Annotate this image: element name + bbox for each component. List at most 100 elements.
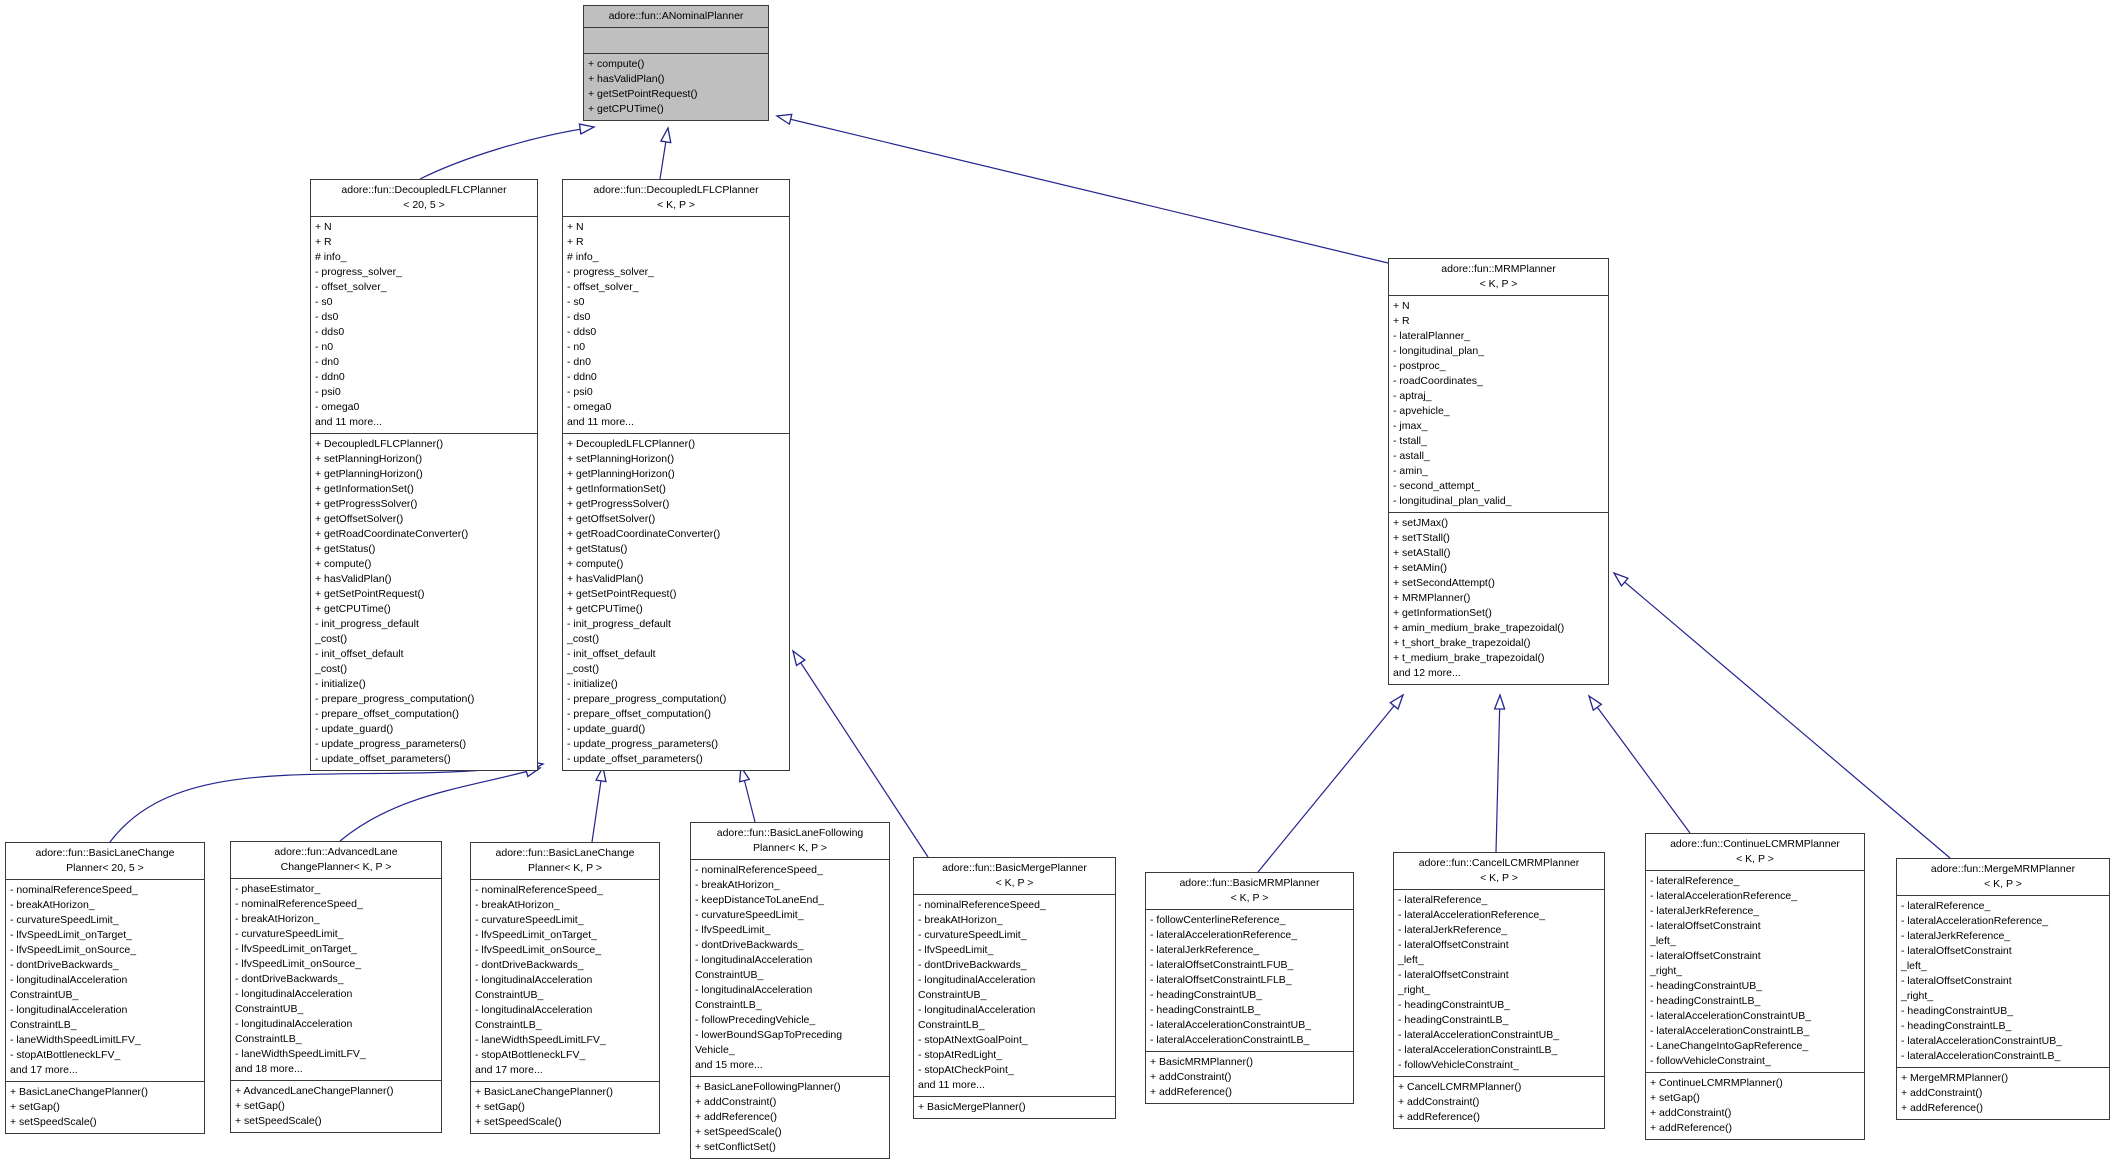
method-item: - update_offset_parameters(): [567, 753, 703, 765]
attribute-item: ConstraintUB_: [918, 989, 987, 1001]
attribute-item: - curvatureSpeedLimit_: [235, 928, 344, 940]
method-item: - prepare_offset_computation(): [315, 708, 459, 720]
attribute-item: - lateralOffsetConstraint: [1398, 939, 1509, 951]
method-item: + getProgressSolver(): [567, 498, 670, 510]
method-item: + getPlanningHorizon(): [567, 468, 675, 480]
attribute-item: - ds0: [567, 311, 591, 323]
method-item: + compute(): [315, 558, 372, 570]
attribute-item: - lateralJerkReference_: [1150, 944, 1260, 956]
method-item: + addReference(): [1398, 1111, 1481, 1123]
attributes-section: + N+ R# info_- progress_solver_- offset_…: [563, 217, 789, 434]
attribute-item: ConstraintLB_: [918, 1019, 985, 1031]
attribute-item: - longitudinalAcceleration: [235, 1018, 353, 1030]
attribute-item: - nominalReferenceSpeed_: [10, 884, 138, 896]
attribute-item: - lateralAccelerationReference_: [1650, 890, 1798, 902]
attribute-item: - longitudinalAcceleration: [918, 974, 1036, 986]
class-node-bmp[interactable]: adore::fun::BasicMergePlanner< K, P >- n…: [913, 857, 1116, 1119]
inheritance-edge-alc-dlflckp: [339, 766, 542, 842]
class-title-line: adore::fun::BasicMergePlanner: [942, 862, 1087, 874]
attribute-item: - lateralAccelerationConstraintLB_: [1150, 1034, 1310, 1046]
attribute-item: - s0: [567, 296, 585, 308]
method-item: + getCPUTime(): [588, 103, 664, 115]
method-item: + BasicLaneChangePlanner(): [475, 1086, 614, 1098]
method-item: + t_short_brake_trapezoidal(): [1393, 637, 1531, 649]
attribute-item: - progress_solver_: [315, 266, 402, 278]
inheritance-edge-dlflckp-anominal: [659, 126, 672, 180]
method-item: + setSpeedScale(): [235, 1115, 322, 1127]
method-item: + addReference(): [1650, 1122, 1733, 1134]
attribute-item: - followCenterlineReference_: [1150, 914, 1286, 926]
method-item: + setGap(): [475, 1101, 525, 1113]
attribute-item: - roadCoordinates_: [1393, 375, 1483, 387]
attributes-section: [584, 28, 768, 54]
class-title-line: < K, P >: [1480, 872, 1518, 884]
attribute-item: - longitudinal_plan_: [1393, 345, 1485, 357]
attribute-item: - dontDriveBackwards_: [10, 959, 119, 971]
method-item: + getStatus(): [567, 543, 628, 555]
attribute-item: - followVehicleConstraint_: [1650, 1055, 1771, 1067]
attribute-item: - curvatureSpeedLimit_: [918, 929, 1027, 941]
class-title: adore::fun::CancelLCMRMPlanner< K, P >: [1394, 853, 1604, 890]
class-title-line: adore::fun::BasicLaneChange: [35, 847, 175, 859]
method-item: + getOffsetSolver(): [315, 513, 404, 525]
attributes-section: + N+ R# info_- progress_solver_- offset_…: [311, 217, 537, 434]
class-title: adore::fun::MRMPlanner< K, P >: [1389, 259, 1608, 296]
method-item: + addConstraint(): [1398, 1096, 1480, 1108]
class-node-dlflckp[interactable]: adore::fun::DecoupledLFLCPlanner< K, P >…: [562, 179, 790, 771]
attribute-item: - lateralOffsetConstraintLFLB_: [1150, 974, 1292, 986]
attribute-item: - ds0: [315, 311, 339, 323]
attribute-item: - lateralOffsetConstraint: [1398, 969, 1509, 981]
attribute-item: - ddn0: [315, 371, 345, 383]
method-item: + setSecondAttempt(): [1393, 577, 1495, 589]
class-node-anominal[interactable]: adore::fun::ANominalPlanner+ compute()+ …: [583, 5, 769, 121]
class-title-line: adore::fun::ANominalPlanner: [608, 10, 744, 22]
attribute-item: - nominalReferenceSpeed_: [695, 864, 823, 876]
inheritance-edge-cont-mrm: [1587, 694, 1691, 834]
attribute-item: and 11 more...: [315, 416, 382, 428]
class-title-line: adore::fun::BasicMRMPlanner: [1179, 877, 1320, 889]
attribute-item: + R: [1393, 315, 1410, 327]
attribute-item: - tstall_: [1393, 435, 1427, 447]
method-item: + getStatus(): [315, 543, 376, 555]
method-item: - init_progress_default: [315, 618, 419, 630]
attribute-item: - stopAtCheckPoint_: [918, 1064, 1014, 1076]
class-title: adore::fun::ANominalPlanner: [584, 6, 768, 28]
class-node-cont[interactable]: adore::fun::ContinueLCMRMPlanner< K, P >…: [1645, 833, 1865, 1140]
method-item: + ContinueLCMRMPlanner(): [1650, 1077, 1783, 1089]
class-node-mrm[interactable]: adore::fun::MRMPlanner< K, P >+ N+ R- la…: [1388, 258, 1609, 685]
attribute-item: - n0: [315, 341, 334, 353]
attributes-section: - nominalReferenceSpeed_- breakAtHorizon…: [471, 880, 659, 1082]
class-title-line: adore::fun::CancelLCMRMPlanner: [1418, 857, 1580, 869]
attribute-item: - nominalReferenceSpeed_: [918, 899, 1046, 911]
method-item: + amin_medium_brake_trapezoidal(): [1393, 622, 1565, 634]
class-node-bmrm[interactable]: adore::fun::BasicMRMPlanner< K, P >- fol…: [1145, 872, 1354, 1104]
class-node-merge[interactable]: adore::fun::MergeMRMPlanner< K, P >- lat…: [1896, 858, 2110, 1120]
method-item: + addReference(): [695, 1111, 778, 1123]
attributes-section: - lateralReference_- lateralAcceleration…: [1394, 890, 1604, 1077]
class-title: adore::fun::BasicMergePlanner< K, P >: [914, 858, 1115, 895]
attribute-item: - curvatureSpeedLimit_: [10, 914, 119, 926]
attribute-item: + N: [315, 221, 332, 233]
attribute-item: _right_: [1398, 984, 1431, 996]
attribute-item: - laneWidthSpeedLimitLFV_: [235, 1048, 366, 1060]
attributes-section: - followCenterlineReference_ - lateralAcc…: [1146, 910, 1353, 1052]
class-title-line: < K, P >: [1736, 853, 1774, 865]
attribute-item: - lateralAccelerationConstraintUB_: [1650, 1010, 1812, 1022]
methods-section: + BasicMergePlanner(): [914, 1097, 1115, 1118]
method-item: + setPlanningHorizon(): [567, 453, 675, 465]
attribute-item: and 15 more...: [695, 1059, 763, 1071]
class-node-cancel[interactable]: adore::fun::CancelLCMRMPlanner< K, P >- …: [1393, 852, 1605, 1129]
attribute-item: - longitudinalAcceleration: [10, 974, 128, 986]
method-item: + getOffsetSolver(): [567, 513, 656, 525]
attributes-section: - lateralReference_- lateralAcceleration…: [1646, 871, 1864, 1073]
attribute-item: and 11 more...: [567, 416, 634, 428]
method-item: + compute(): [588, 58, 645, 70]
class-node-dlflc205[interactable]: adore::fun::DecoupledLFLCPlanner< 20, 5 …: [310, 179, 538, 771]
attribute-item: - laneWidthSpeedLimitLFV_: [475, 1034, 606, 1046]
attribute-item: - longitudinalAcceleration: [475, 974, 593, 986]
